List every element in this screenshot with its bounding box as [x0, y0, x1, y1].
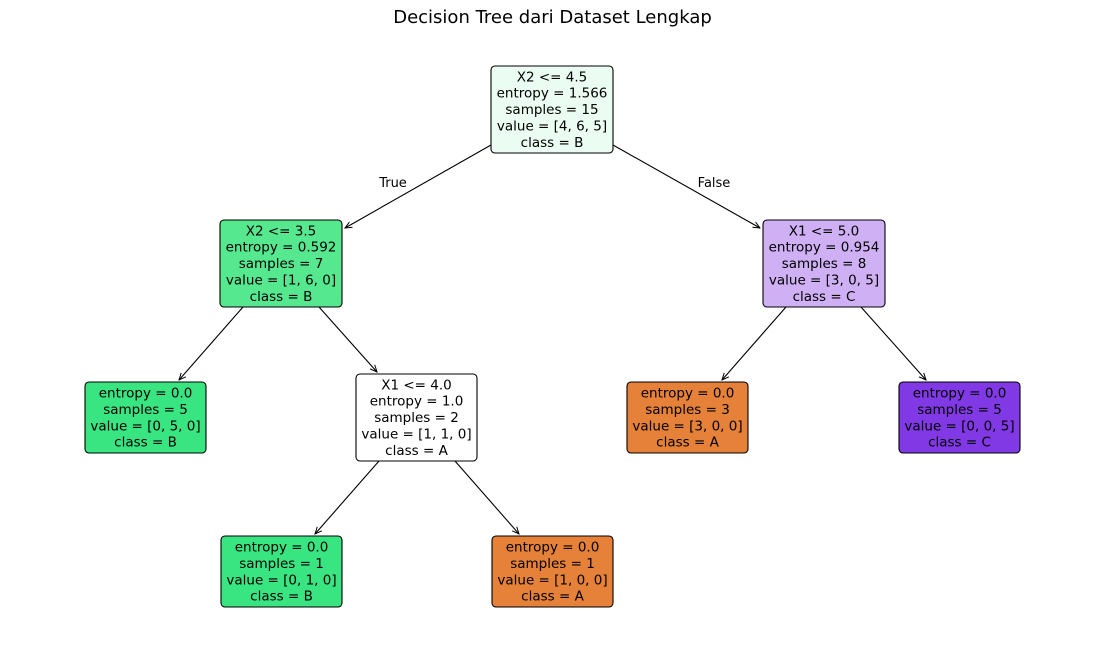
node-box — [220, 535, 343, 608]
diagram-title: Decision Tree dari Dataset Lengkap — [393, 7, 712, 28]
node-line: samples = 3 — [645, 402, 730, 418]
node-line: class = B — [114, 435, 177, 451]
edges-layer — [179, 144, 926, 534]
node-line: samples = 2 — [374, 410, 459, 426]
node-line: X1 <= 5.0 — [789, 223, 860, 239]
true-edge-label: True — [378, 176, 407, 191]
node-line: X2 <= 3.5 — [246, 223, 317, 239]
node-line: samples = 1 — [510, 556, 595, 572]
node-line: samples = 15 — [505, 102, 598, 118]
node-line: entropy = 0.0 — [235, 539, 329, 555]
node-box — [626, 381, 749, 454]
edge-arrow-n2-n5 — [722, 306, 787, 380]
node-line: value = [3, 0, 0] — [632, 418, 742, 434]
node-line: entropy = 0.0 — [506, 539, 600, 555]
node-box — [84, 381, 207, 454]
edge-arrow-n1-n3 — [179, 306, 244, 380]
node-line: value = [3, 0, 5] — [769, 272, 879, 288]
node-line: value = [0, 0, 5] — [904, 418, 1014, 434]
node-line: X1 <= 4.0 — [381, 377, 452, 393]
node-line: samples = 5 — [103, 402, 188, 418]
edge-labels-layer: True False — [378, 176, 730, 191]
node-box — [490, 65, 614, 154]
edge-arrow-n4-n8 — [454, 460, 519, 534]
node-line: class = A — [385, 443, 448, 459]
node-line: samples = 5 — [917, 402, 1002, 418]
node-line: entropy = 0.0 — [99, 385, 193, 401]
node-line: class = A — [656, 435, 719, 451]
node-line: class = B — [521, 135, 584, 151]
node-line: entropy = 1.566 — [497, 86, 608, 102]
node-line: value = [1, 6, 0] — [226, 272, 336, 288]
edge-arrow-n1-n4 — [318, 306, 377, 372]
edge-arrow-root-n2 — [612, 144, 760, 228]
node-line: entropy = 0.0 — [913, 385, 1007, 401]
node-line: entropy = 1.0 — [370, 394, 464, 410]
node-line: entropy = 0.0 — [641, 385, 735, 401]
node-box — [762, 219, 886, 308]
node-line: class = B — [250, 289, 313, 305]
node-line: class = C — [928, 435, 991, 451]
node-line: value = [0, 1, 0] — [226, 572, 336, 588]
false-edge-label: False — [698, 176, 731, 191]
node-line: entropy = 0.954 — [769, 240, 880, 256]
node-line: class = B — [250, 589, 313, 605]
node-line: entropy = 0.592 — [226, 240, 337, 256]
edge-arrow-n4-n7 — [315, 460, 380, 534]
node-line: X2 <= 4.5 — [517, 69, 588, 85]
node-line: value = [0, 5, 0] — [90, 418, 200, 434]
node-line: class = A — [521, 589, 584, 605]
node-line: value = [1, 1, 0] — [361, 426, 471, 442]
node-line: samples = 8 — [782, 256, 867, 272]
node-box — [491, 535, 614, 608]
node-box — [355, 373, 478, 462]
node-line: value = [4, 6, 5] — [497, 118, 607, 134]
node-line: samples = 7 — [239, 256, 324, 272]
node-box — [219, 219, 343, 308]
node-line: value = [1, 0, 0] — [497, 572, 607, 588]
node-box — [898, 381, 1021, 454]
node-line: samples = 1 — [239, 556, 324, 572]
edge-arrow-root-n1 — [345, 144, 492, 228]
edge-arrow-n2-n6 — [860, 306, 926, 380]
node-line: class = C — [793, 289, 856, 305]
